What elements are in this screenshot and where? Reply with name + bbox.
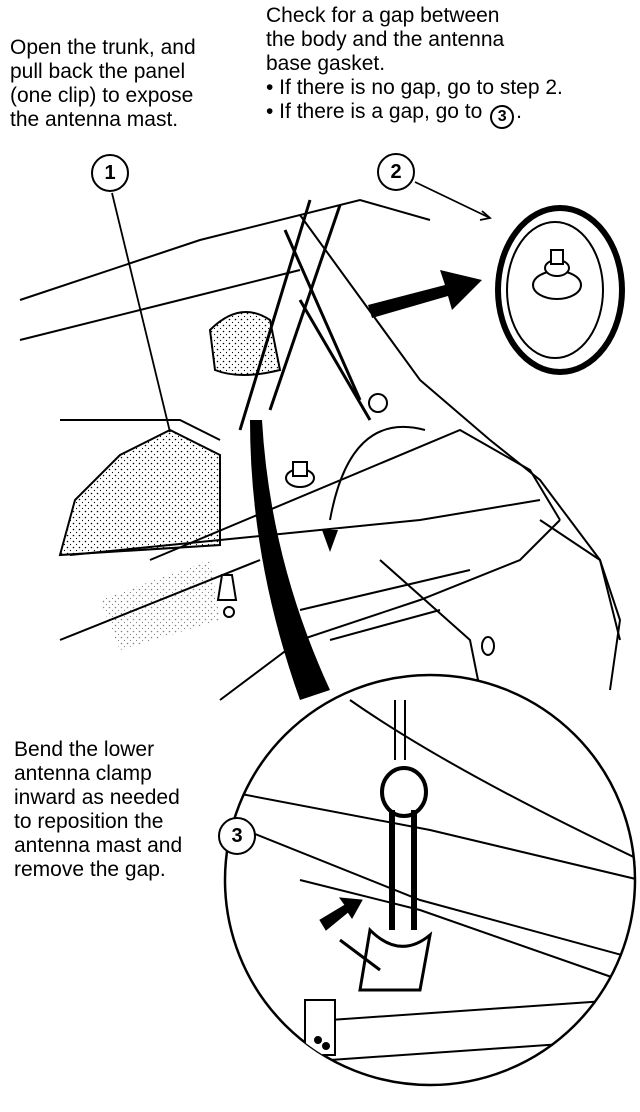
step1-callout: 1: [91, 154, 129, 192]
step3-line: antenna mast and: [14, 834, 183, 857]
step3-line: inward as needed: [14, 786, 180, 809]
step1-line: (one clip) to expose: [10, 84, 194, 107]
step3-instruction: Bend the lower antenna clamp inward as n…: [14, 738, 182, 882]
step3-line: Bend the lower: [14, 738, 155, 761]
trunk-lid-struts: [238, 199, 372, 431]
step3-line: antenna clamp: [14, 762, 152, 785]
step1-line: pull back the panel: [10, 60, 186, 83]
step2-line: the body and the antenna: [266, 28, 505, 51]
step1-line: Open the trunk, and: [10, 36, 196, 59]
step3-callout: 3: [218, 817, 256, 855]
trunk-panel: [58, 428, 221, 557]
step2-bullet-gap-period: .: [516, 100, 523, 123]
step1-line: the antenna mast.: [10, 108, 179, 131]
step2-bullet-no-gap: • If there is no gap, go to step 2.: [266, 76, 563, 99]
step2-callout: 2: [377, 153, 415, 191]
step1-instruction: Open the trunk, and pull back the panel …: [10, 36, 196, 132]
zoom-connector: [250, 420, 330, 700]
clamp-inset: [223, 673, 637, 1087]
step3-line: to reposition the: [14, 810, 164, 833]
direction-arrow: [368, 270, 482, 318]
bend-arrow: [319, 897, 363, 931]
step3-reference-callout: 3: [490, 105, 515, 129]
step2-line: base gasket.: [266, 52, 386, 75]
step2-line: Check for a gap between: [266, 4, 500, 27]
panel-clip: [216, 574, 238, 618]
antenna-base: [285, 393, 388, 488]
step3-line: remove the gap.: [14, 858, 166, 881]
gasket-detail: [495, 205, 625, 375]
trunk-body: [19, 198, 622, 701]
step2-instruction: Check for a gap between the body and the…: [266, 4, 563, 129]
step2-bullet-gap: • If there is a gap, go to 3.: [266, 100, 563, 129]
step2-bullet-gap-text: • If there is a gap, go to: [266, 100, 483, 123]
curved-arrow: [329, 425, 426, 521]
